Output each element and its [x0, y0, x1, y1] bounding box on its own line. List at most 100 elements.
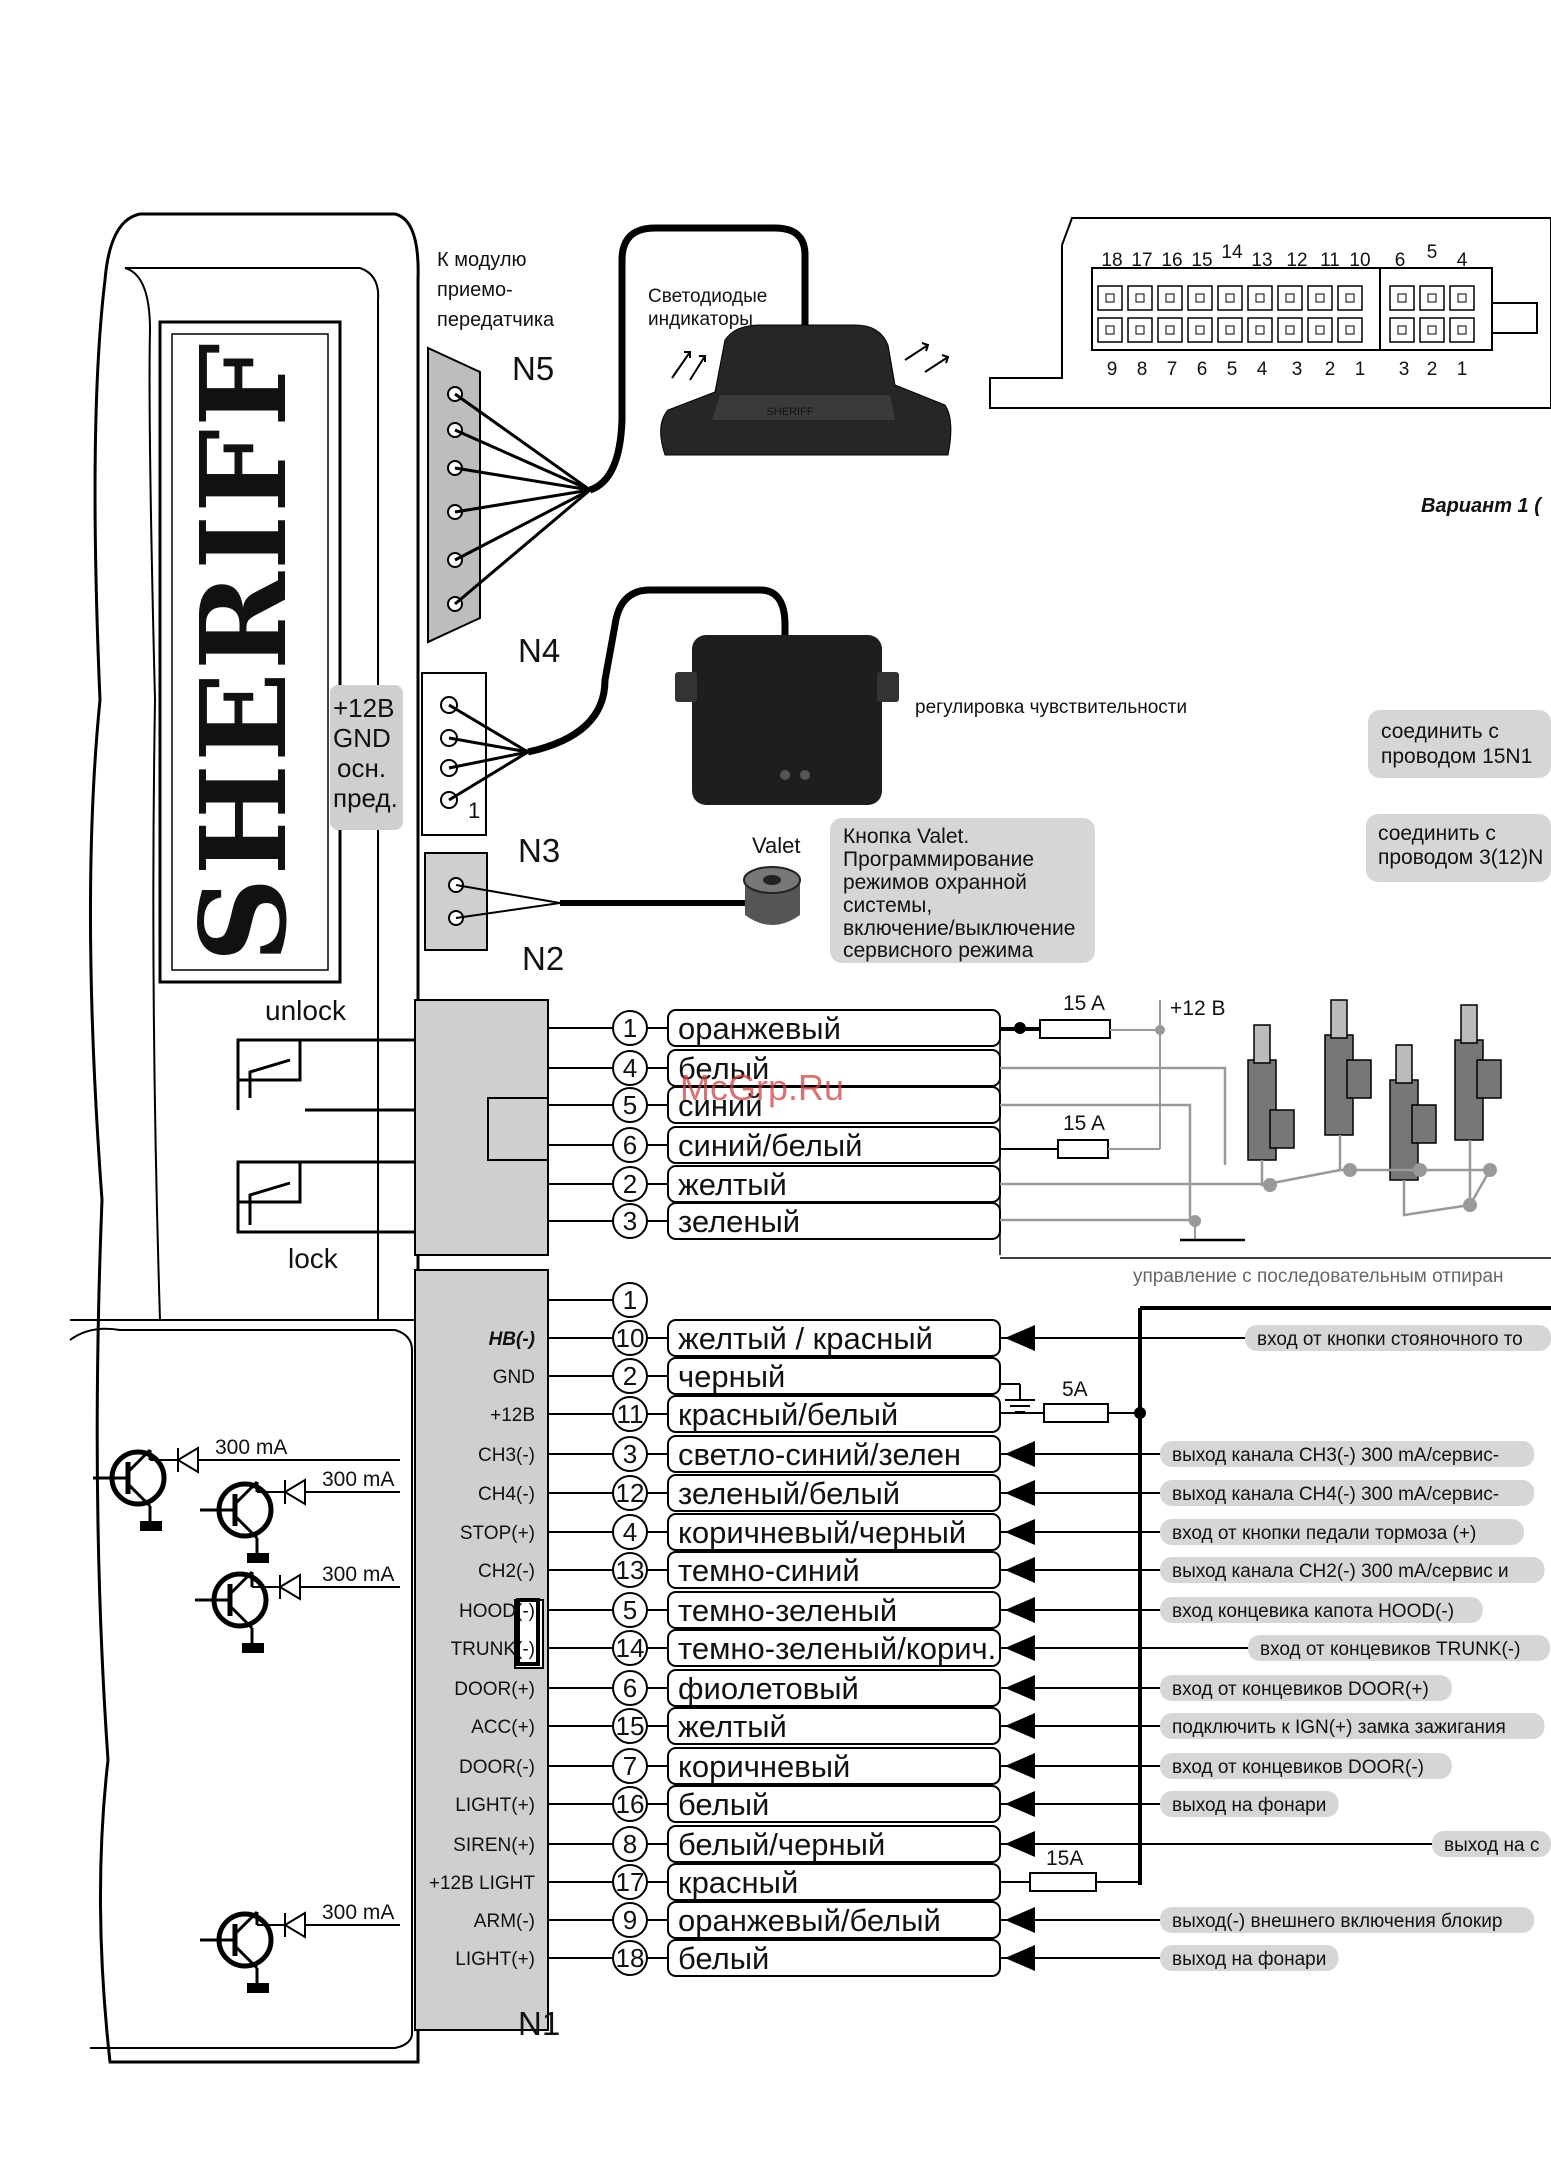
- plug-number-top: 11: [1320, 250, 1340, 271]
- plug-number-top: 4: [1457, 250, 1468, 271]
- signal-bubble: [1160, 1519, 1524, 1545]
- main-pin-label: GND: [493, 1367, 535, 1388]
- main-row-pin-number: 5: [623, 1595, 637, 1625]
- signal-description: выход на с: [1444, 1835, 1539, 1856]
- plug-cell-top: [1337, 285, 1363, 311]
- signal-bubble: [1160, 1713, 1545, 1739]
- main-row-wire-color: светло-синий/зелен: [678, 1437, 961, 1472]
- fuse-5a: 5A: [1062, 1378, 1088, 1401]
- main-row-pin-number: 3: [623, 1439, 637, 1469]
- led-arrows-left-icon: [671, 351, 706, 381]
- connector-n1-label: N1: [518, 2005, 560, 2042]
- plug-cell-bottom: [1157, 317, 1183, 343]
- connect-15-line-1: соединить с: [1381, 720, 1499, 743]
- plug-cell-top: [1449, 285, 1475, 311]
- signal-arrow-icon: [1005, 1480, 1035, 1506]
- main-row-pin-number: 15: [616, 1711, 645, 1741]
- connect-15-line-2: проводом 15N1: [1381, 745, 1532, 768]
- signal-description: выход канала CH4(-) 300 mA/сервис-: [1172, 1484, 1499, 1505]
- main-power-bus: 5A 15A: [1000, 1306, 1551, 1892]
- main-row-wire-color: желтый / красный: [678, 1321, 933, 1356]
- signal-arrow-icon: [1005, 1597, 1035, 1623]
- signal-bubble: [1160, 1791, 1339, 1817]
- main-row-wire-color: белый/черный: [678, 1827, 885, 1862]
- signal-arrow-icon: [1005, 1675, 1035, 1701]
- signal-arrow-icon: [1005, 1713, 1035, 1739]
- signal-description: выход канала CH2(-) 300 mA/сервис и: [1172, 1561, 1509, 1582]
- main-pin-label: ACC(+): [471, 1717, 535, 1738]
- led-arrows-right-icon: [904, 342, 950, 373]
- door-actuators: [1247, 999, 1502, 1217]
- plug-cell-bottom: [1337, 317, 1363, 343]
- main-pin-label: HB(-): [489, 1329, 535, 1350]
- signal-description: выход на фонари: [1172, 1949, 1326, 1970]
- transistor-icon: 300 mA: [195, 1563, 400, 1653]
- signal-arrow-icon: [1005, 1907, 1035, 1933]
- plug-cell-top: [1419, 285, 1445, 311]
- signal-description: выход канала CH3(-) 300 mA/сервис-: [1172, 1445, 1499, 1466]
- led-indicator-module: Светодиодые индикаторы SHERIFF: [648, 286, 952, 456]
- plug-cell-top: [1127, 285, 1153, 311]
- module-note-line-2: приемо-: [437, 279, 513, 301]
- plug-number-bottom: 9: [1107, 359, 1118, 380]
- plug-number-bottom: 8: [1137, 359, 1148, 380]
- signal-description: вход от концевиков DOOR(+): [1172, 1679, 1429, 1700]
- module-note-line-3: передатчика: [437, 309, 555, 331]
- main-pin-label: CH3(-): [478, 1445, 535, 1466]
- plug-cell-top: [1389, 285, 1415, 311]
- current-label: 300 mA: [322, 1563, 394, 1586]
- lock-connector: [414, 999, 549, 1256]
- transistor-icon: 300 mA: [93, 1436, 400, 1531]
- signal-description: вход от кнопки педали тормоза (+): [1172, 1523, 1476, 1544]
- led-label-line-2: индикаторы: [648, 309, 753, 330]
- plug-number-bottom: 2: [1427, 359, 1438, 380]
- lock-row-pin-number: 6: [623, 1130, 637, 1160]
- main-pin-label: HOOD(-): [459, 1601, 535, 1622]
- plug-cell-top: [1247, 285, 1273, 311]
- plug-number-top: 17: [1131, 250, 1152, 271]
- brand-logo-text: SHERIFF: [174, 341, 313, 962]
- connector-n2-label: N2: [522, 940, 564, 977]
- plug-number-top: 16: [1161, 250, 1182, 271]
- signal-bubble: [1160, 1441, 1535, 1467]
- signal-bubble: [1160, 1753, 1452, 1779]
- lock-row-pin-number: 3: [623, 1206, 637, 1236]
- main-row-pin-number: 11: [617, 1399, 644, 1429]
- current-label: 300 mA: [215, 1436, 287, 1459]
- signal-bubble: [1248, 1635, 1551, 1661]
- plug-cell-bottom: [1449, 317, 1475, 343]
- n4-pin-1: 1: [468, 798, 480, 823]
- main-row-pin-number: 2: [623, 1361, 637, 1391]
- main-connector: N1: [414, 1269, 560, 2042]
- transistor-icon: 300 mA: [200, 1468, 400, 1563]
- variant-label: Вариант 1 (: [1421, 495, 1543, 517]
- signal-bubble: [1160, 1945, 1339, 1971]
- connector-n3-label: N3: [518, 832, 560, 869]
- transistor-icon: 300 mA: [200, 1901, 400, 1993]
- plug-cell-top: [1277, 285, 1303, 311]
- n4-pin-pre: пред.: [333, 783, 398, 813]
- plug-number-bottom: 5: [1227, 359, 1238, 380]
- shock-sensor: регулировка чувствительности: [675, 635, 1187, 805]
- plug-number-top: 18: [1101, 250, 1122, 271]
- lock-row-wire-color: белый: [678, 1051, 769, 1086]
- plug-number-top: 5: [1427, 242, 1438, 263]
- plug-number-bottom: 7: [1167, 359, 1178, 380]
- n4-pin-12v: +12B: [333, 693, 394, 723]
- diode-icon: [176, 1446, 199, 1474]
- signal-bubble: [1160, 1480, 1535, 1506]
- signal-description: выход на фонари: [1172, 1795, 1326, 1816]
- signal-bubble: [1160, 1557, 1545, 1583]
- lock-row-wire-color: оранжевый: [678, 1011, 841, 1046]
- main-row-wire-color: темно-синий: [678, 1553, 860, 1588]
- plug-number-top: 13: [1251, 250, 1272, 271]
- plug-number-top: 15: [1191, 250, 1212, 271]
- main-row-wire-color: зеленый/белый: [678, 1476, 900, 1511]
- main-row-wire-color: красный/белый: [678, 1397, 898, 1432]
- main-row-wire-color: белый: [678, 1941, 769, 1976]
